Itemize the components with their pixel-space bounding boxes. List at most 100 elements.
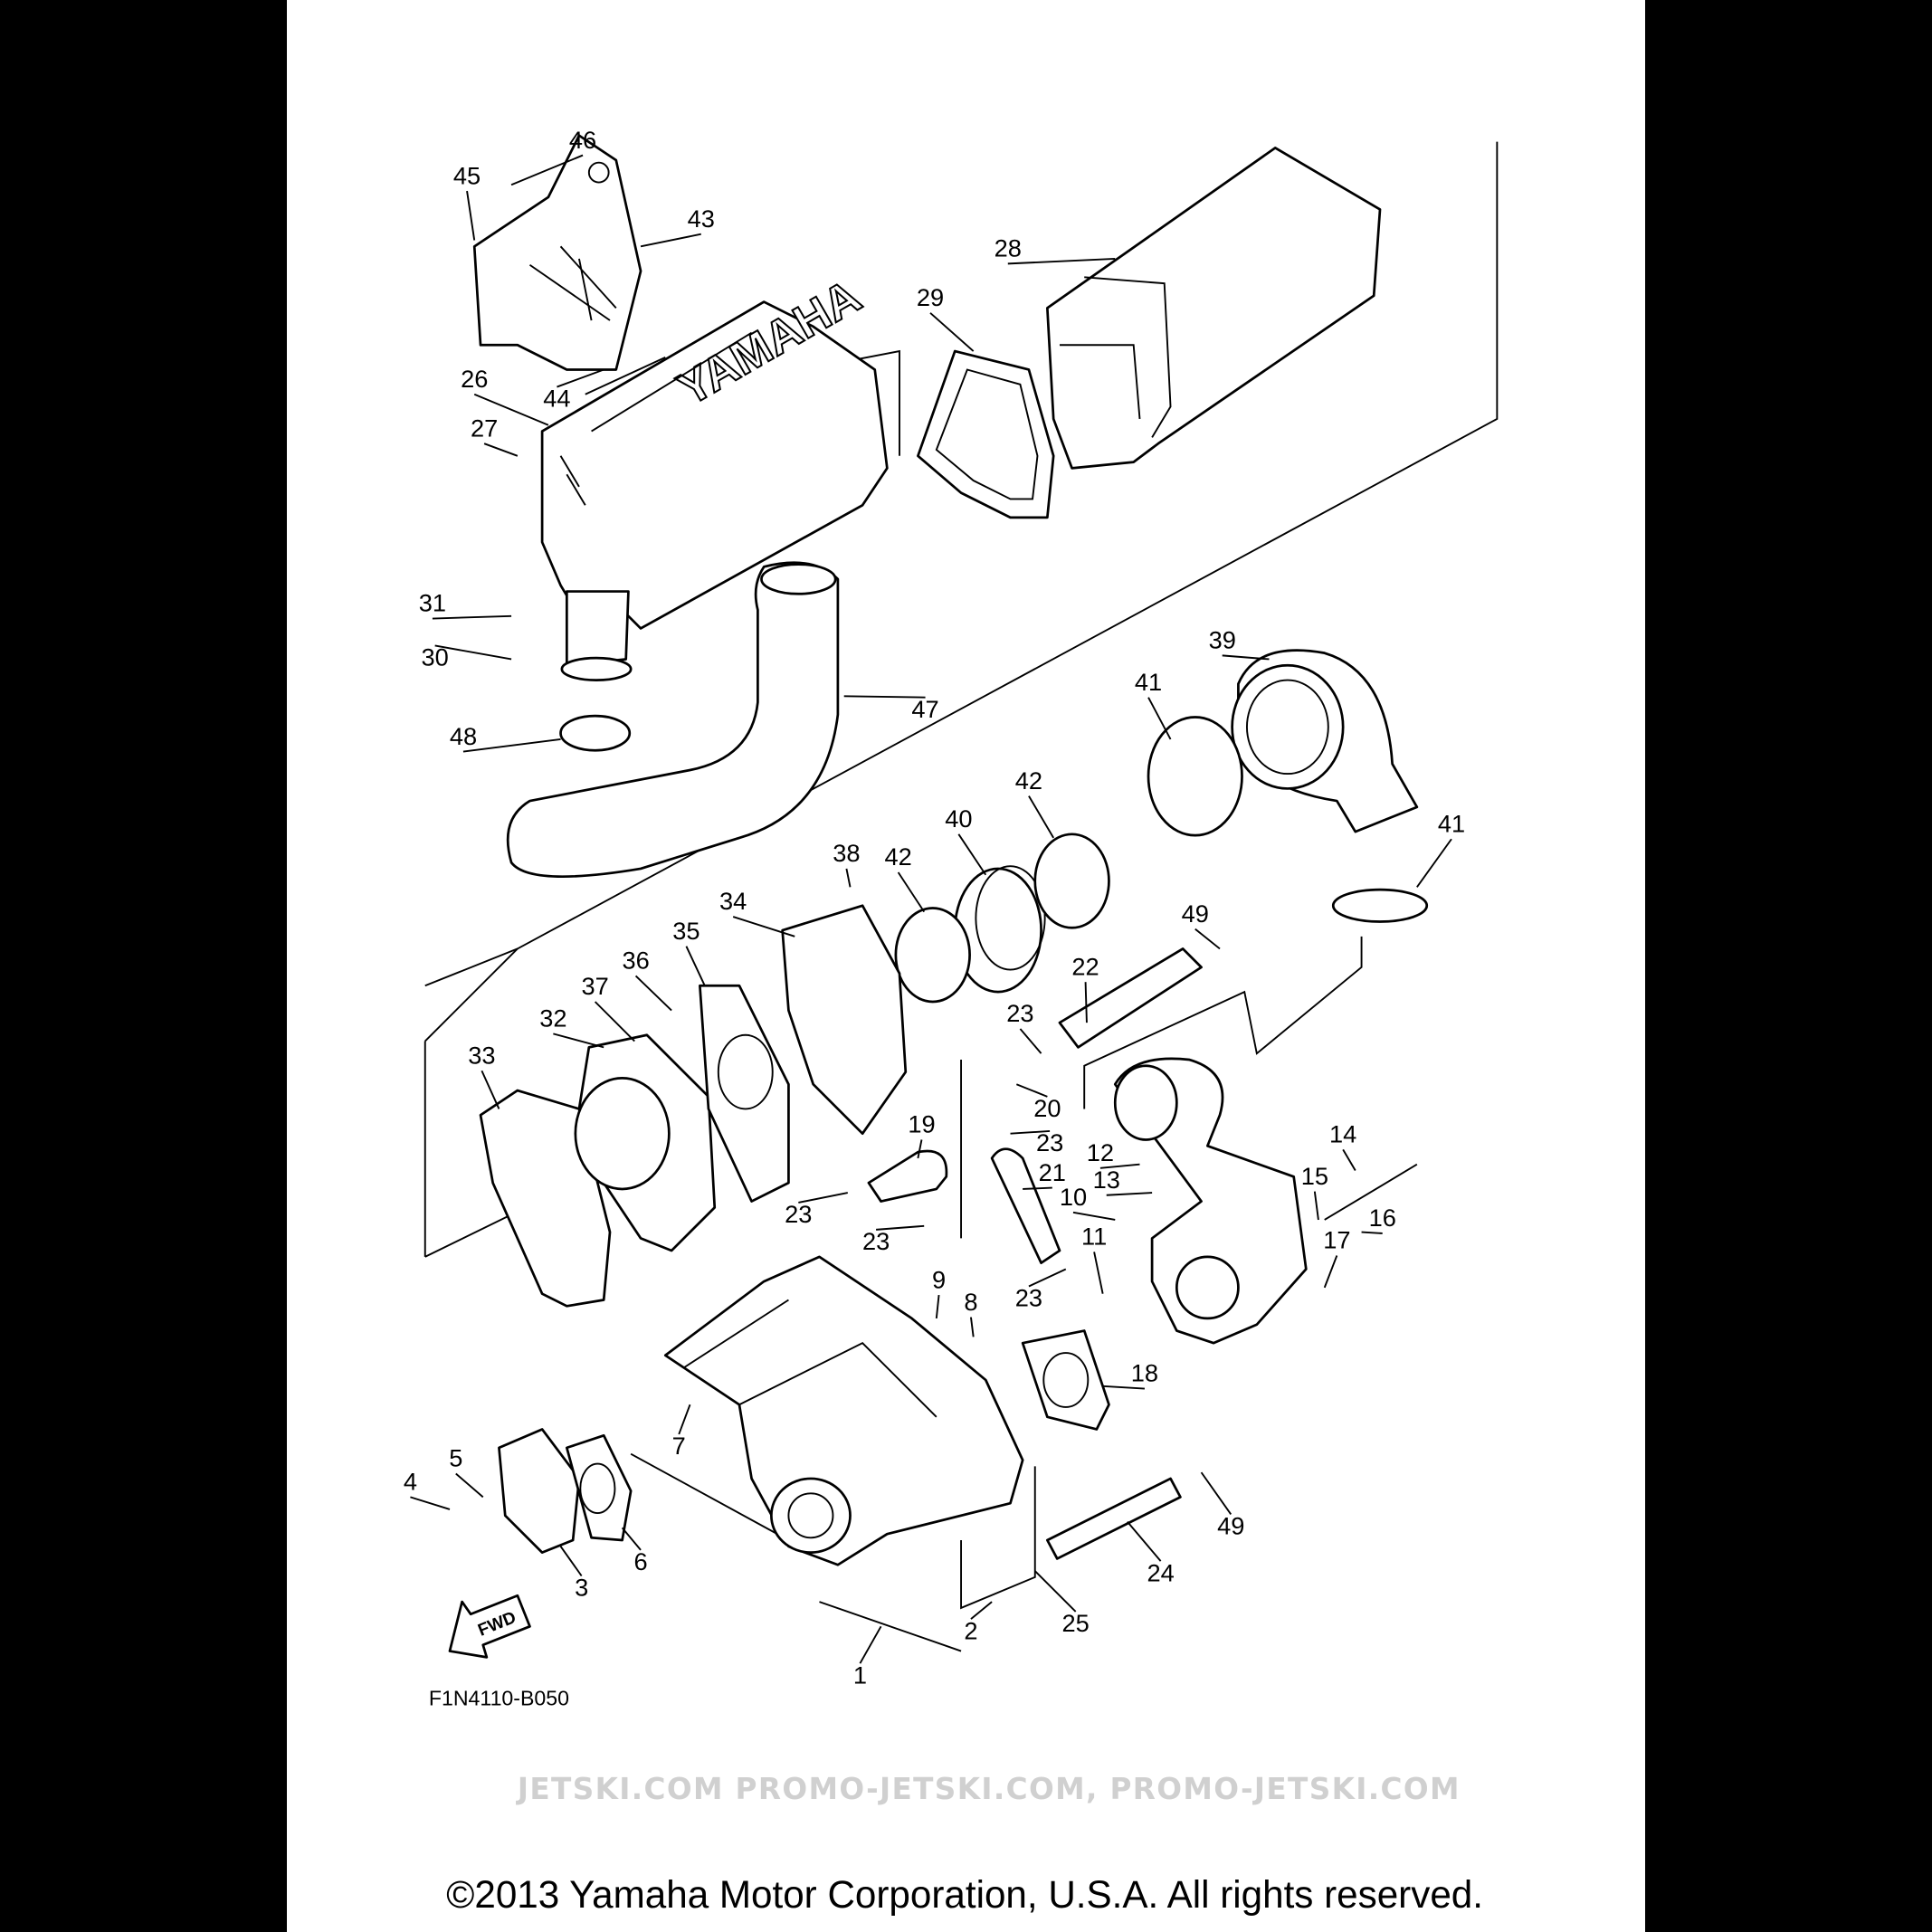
callout-36: 36	[622, 947, 649, 975]
leader-line	[1416, 838, 1452, 888]
leader-line	[798, 1192, 848, 1204]
exhaust-manifold-1	[663, 1255, 1024, 1566]
callout-14: 14	[1329, 1120, 1356, 1148]
callout-35: 35	[672, 917, 700, 945]
diagram-code: F1N4110-B050	[429, 1686, 569, 1709]
leader-line	[483, 443, 519, 457]
leader-line	[1084, 982, 1088, 1023]
callout-22: 22	[1071, 952, 1099, 980]
leader-line	[843, 695, 926, 699]
callout-1: 1	[853, 1661, 867, 1689]
leader-line	[510, 154, 584, 186]
hose-19	[867, 1149, 948, 1203]
leader-line	[1015, 1083, 1048, 1098]
leader-line	[1023, 1186, 1052, 1190]
leader-line	[1007, 257, 1116, 265]
leader-line	[1072, 1211, 1116, 1221]
callout-25: 25	[1062, 1609, 1090, 1637]
callout-48: 48	[450, 722, 477, 750]
pipe-24	[1046, 1477, 1182, 1560]
callout-23: 23	[1006, 999, 1033, 1027]
leader-line	[1147, 697, 1172, 740]
leader-line	[732, 916, 795, 937]
callout-5: 5	[449, 1444, 462, 1472]
watermark: JETSKI.COM PROMO-JETSKI.COM, PROMO-JETSK…	[516, 1772, 1461, 1806]
clamp-42-a	[1033, 833, 1110, 929]
group-frame-bottom	[630, 1059, 1036, 1652]
callout-21: 21	[1039, 1158, 1066, 1186]
callout-12: 12	[1087, 1138, 1114, 1166]
hose-47	[506, 561, 840, 878]
leader-line	[594, 1001, 635, 1042]
callout-45: 45	[453, 161, 481, 189]
callout-8: 8	[964, 1288, 977, 1316]
clamp-41-upper	[1147, 716, 1243, 837]
leader-line	[557, 368, 604, 388]
callout-43: 43	[688, 205, 715, 233]
leader-line	[876, 1224, 925, 1231]
callout-49: 49	[1182, 899, 1209, 928]
pipe-22	[1058, 947, 1203, 1049]
leader-line	[1313, 1191, 1319, 1221]
duct-gasket-29	[917, 349, 1055, 519]
leader-line	[957, 833, 987, 876]
callout-38: 38	[833, 839, 860, 867]
callout-41: 41	[1135, 668, 1162, 696]
callout-13: 13	[1093, 1166, 1120, 1194]
leader-line	[1019, 1028, 1042, 1054]
callout-9: 9	[932, 1265, 946, 1293]
callout-26: 26	[461, 365, 488, 393]
leader-line	[935, 1294, 940, 1319]
leader-line	[1028, 1268, 1067, 1288]
leader-line	[553, 1033, 604, 1049]
leader-line	[1010, 1130, 1051, 1135]
gasket-18	[1021, 1329, 1110, 1431]
callout-10: 10	[1060, 1183, 1087, 1211]
callout-23: 23	[862, 1227, 890, 1255]
callout-15: 15	[1301, 1162, 1328, 1190]
clamp-48	[559, 714, 632, 752]
leader-line	[678, 1404, 691, 1435]
gasket-35	[699, 984, 790, 1203]
leader-line	[845, 868, 852, 888]
callout-42: 42	[884, 842, 911, 871]
callout-16: 16	[1369, 1204, 1396, 1232]
leader-line	[1361, 1231, 1383, 1234]
callout-17: 17	[1323, 1226, 1350, 1254]
callout-23: 23	[1015, 1284, 1042, 1312]
leader-line	[1194, 928, 1221, 950]
callout-11: 11	[1081, 1223, 1107, 1251]
callout-23: 23	[785, 1200, 812, 1228]
leader-line	[473, 393, 549, 426]
leader-line	[640, 233, 701, 248]
callout-47: 47	[911, 695, 938, 723]
leader-line	[559, 1546, 583, 1577]
callout-34: 34	[719, 887, 747, 915]
callout-32: 32	[539, 1004, 566, 1033]
air-box-housing-26	[540, 300, 889, 630]
leader-line	[1093, 1252, 1104, 1294]
callout-20: 20	[1033, 1094, 1061, 1122]
callout-37: 37	[582, 972, 609, 1000]
air-box-28	[1046, 147, 1382, 470]
leader-line	[970, 1317, 975, 1337]
leader-line	[634, 975, 672, 1012]
callout-3: 3	[575, 1574, 588, 1602]
leader-line	[1028, 795, 1054, 839]
callout-7: 7	[672, 1432, 686, 1460]
leader-line	[1102, 1385, 1145, 1390]
leader-line	[432, 614, 512, 620]
callout-23: 23	[1036, 1128, 1063, 1156]
callout-49: 49	[1217, 1512, 1244, 1540]
callout-29: 29	[917, 283, 944, 311]
leader-line	[1200, 1471, 1232, 1515]
bracket-43	[472, 134, 642, 371]
leader-line	[1222, 654, 1270, 661]
copyright: ©2013 Yamaha Motor Corporation, U.S.A. A…	[446, 1873, 1483, 1916]
callout-46: 46	[569, 126, 596, 154]
callout-2: 2	[964, 1616, 977, 1644]
leader-line	[1034, 1570, 1077, 1613]
plate-34	[781, 904, 908, 1136]
leader-line	[685, 946, 706, 986]
callout-6: 6	[633, 1547, 647, 1575]
